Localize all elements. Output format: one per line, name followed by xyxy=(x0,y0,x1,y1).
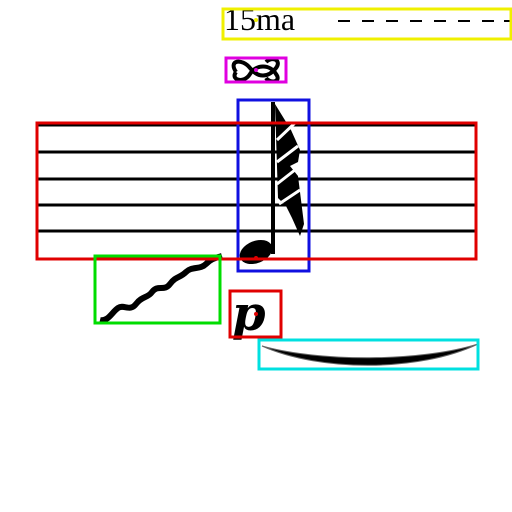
ottava-box xyxy=(221,7,512,41)
svg-text:p: p xyxy=(232,286,266,342)
staff-box xyxy=(35,121,478,261)
staff-lines xyxy=(38,123,476,233)
dynamic-p-icon: p xyxy=(232,286,266,342)
slur-box xyxy=(257,338,480,371)
turn-box xyxy=(224,56,288,84)
sixteenth-note-icon xyxy=(239,102,304,265)
slur-curve xyxy=(261,343,479,366)
annotation-boxes xyxy=(35,7,512,371)
annotation-center-dots xyxy=(254,18,258,316)
note-box xyxy=(236,98,311,273)
dynamic-box xyxy=(228,289,283,339)
glissando-wavy-line xyxy=(99,253,223,324)
glissando-box xyxy=(93,254,222,325)
